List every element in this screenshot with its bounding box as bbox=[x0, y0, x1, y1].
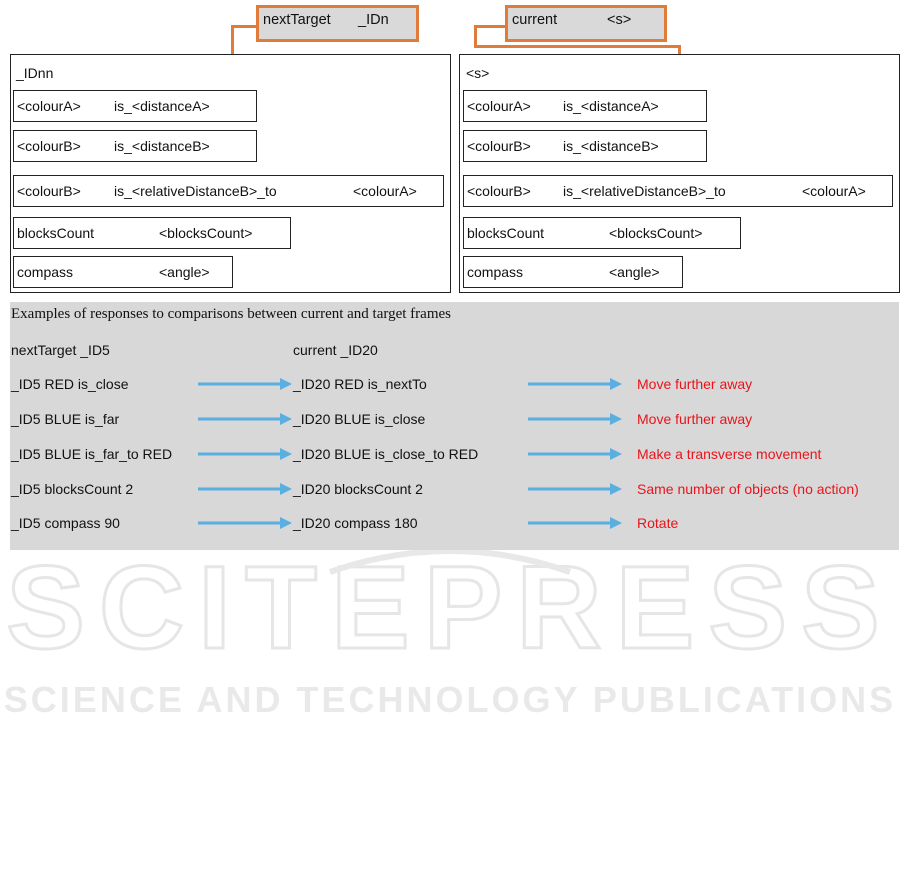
current-row-colour-a: <colourA> is_<distanceA> bbox=[463, 90, 707, 122]
target-header-label: nextTarget bbox=[263, 12, 331, 28]
current-header-id: <s> bbox=[607, 12, 632, 28]
right-arrow-icon bbox=[198, 483, 292, 495]
scitepress-watermark: SCITEPRESS SCIENCE AND TECHNOLOGY PUBLIC… bbox=[4, 550, 896, 720]
current-row-compass: compass <angle> bbox=[463, 256, 683, 288]
current-connector bbox=[474, 25, 477, 47]
example-response-text: Move further away bbox=[637, 376, 753, 392]
examples-caption: Examples of responses to comparisons bet… bbox=[11, 306, 451, 322]
example-target-text: _ID5 BLUE is_far bbox=[11, 411, 120, 427]
example-current-text: _ID20 RED is_nextTo bbox=[293, 376, 427, 392]
example-target-text: _ID5 RED is_close bbox=[11, 376, 129, 392]
current-connector bbox=[474, 45, 680, 48]
example-current-text: _ID20 compass 180 bbox=[293, 515, 418, 531]
target-frame-id: _IDnn bbox=[16, 65, 54, 81]
right-arrow-icon bbox=[528, 448, 622, 460]
target-row-colour-b: <colourB> is_<distanceB> bbox=[13, 130, 257, 162]
watermark-title: SCITEPRESS bbox=[6, 550, 894, 674]
current-header-label: current bbox=[512, 12, 558, 28]
target-header: nextTarget _IDn bbox=[256, 5, 419, 42]
current-connector bbox=[474, 25, 508, 28]
target-row-blockscount: blocksCount <blocksCount> bbox=[13, 217, 291, 249]
example-response-text: Move further away bbox=[637, 411, 753, 427]
current-row-relative: <colourB> is_<relativeDistanceB>_to <col… bbox=[463, 175, 893, 207]
right-arrow-icon bbox=[198, 413, 292, 425]
target-row-compass: compass <angle> bbox=[13, 256, 233, 288]
example-target-text: _ID5 compass 90 bbox=[11, 515, 120, 531]
right-arrow-icon bbox=[528, 413, 622, 425]
example-response-text: Make a transverse movement bbox=[637, 446, 822, 462]
example-current-text: _ID20 blocksCount 2 bbox=[293, 481, 423, 497]
target-row-colour-a: <colourA> is_<distanceA> bbox=[13, 90, 257, 122]
examples-col-target: nextTarget _ID5 bbox=[11, 342, 110, 358]
right-arrow-icon bbox=[528, 378, 622, 390]
right-arrow-icon bbox=[198, 378, 292, 390]
example-current-text: _ID20 BLUE is_close bbox=[293, 411, 426, 427]
current-row-colour-b: <colourB> is_<distanceB> bbox=[463, 130, 707, 162]
right-arrow-icon bbox=[528, 483, 622, 495]
current-row-blockscount: blocksCount <blocksCount> bbox=[463, 217, 741, 249]
right-arrow-icon bbox=[198, 448, 292, 460]
example-target-text: _ID5 blocksCount 2 bbox=[11, 481, 134, 497]
target-row-relative: <colourB> is_<relativeDistanceB>_to <col… bbox=[13, 175, 444, 207]
current-header: current <s> bbox=[505, 5, 667, 42]
target-connector bbox=[231, 25, 234, 55]
right-arrow-icon bbox=[528, 517, 622, 529]
target-header-id: _IDn bbox=[358, 12, 389, 28]
example-response-text: Same number of objects (no action) bbox=[637, 481, 859, 497]
example-current-text: _ID20 BLUE is_close_to RED bbox=[293, 446, 479, 462]
example-response-text: Rotate bbox=[637, 515, 679, 531]
current-connector bbox=[678, 45, 681, 55]
example-target-text: _ID5 BLUE is_far_to RED bbox=[11, 446, 173, 462]
examples-panel bbox=[10, 302, 899, 550]
examples-col-current: current _ID20 bbox=[293, 342, 378, 358]
current-frame-id: <s> bbox=[466, 65, 490, 81]
right-arrow-icon bbox=[198, 517, 292, 529]
watermark-subtitle: SCIENCE AND TECHNOLOGY PUBLICATIONS bbox=[4, 679, 896, 720]
target-connector bbox=[231, 25, 258, 28]
